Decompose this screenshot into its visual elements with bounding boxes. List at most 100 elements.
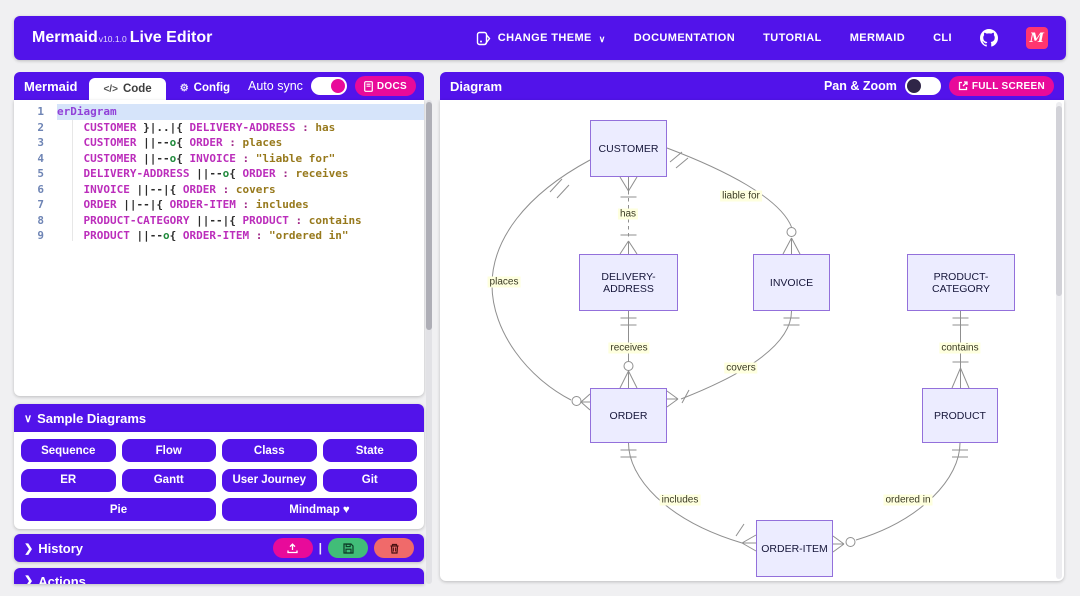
docs-button[interactable]: DOCS: [354, 76, 416, 96]
sample-diagrams-title: Sample Diagrams: [37, 410, 147, 426]
diagram-header: Diagram Pan & Zoom FULL SCREEN: [440, 72, 1064, 100]
line-number: 9: [37, 229, 44, 242]
full-screen-label: FULL SCREEN: [971, 80, 1045, 92]
history-separator: |: [318, 541, 322, 555]
actions-title: Actions: [38, 574, 86, 584]
tab-config-label: Config: [193, 82, 231, 94]
delete-history-button[interactable]: [374, 538, 414, 558]
entity-invoice: INVOICE: [753, 254, 830, 311]
full-screen-icon: [958, 81, 968, 91]
line-number: 4: [37, 151, 44, 165]
edge-label-liable-for: liable for: [720, 190, 762, 202]
pan-zoom-toggle[interactable]: [904, 77, 941, 95]
sample-button-git[interactable]: Git: [322, 468, 417, 492]
auto-sync-toggle[interactable]: [310, 77, 347, 95]
code-line-7: 7 ORDER ||--|{ ORDER-ITEM : includes: [14, 197, 424, 213]
sample-button-sequence[interactable]: Sequence: [21, 439, 116, 462]
trash-icon: [390, 543, 398, 554]
chevron-right-icon: ❯: [24, 542, 34, 555]
line-number: 2: [37, 120, 44, 134]
upload-icon: [287, 542, 298, 553]
sample-button-mindmap[interactable]: Mindmap ♥: [222, 498, 417, 522]
diagram-scrollbar-thumb[interactable]: [1056, 106, 1062, 296]
full-screen-button[interactable]: FULL SCREEN: [948, 76, 1054, 96]
left-scrollbar-thumb[interactable]: [426, 102, 432, 330]
tab-config[interactable]: ⚙ Config: [166, 78, 244, 100]
code-line-6: 6 INVOICE ||--|{ ORDER : covers: [14, 182, 424, 198]
code-line-9: 9 PRODUCT ||--o{ ORDER-ITEM : "ordered i…: [14, 228, 424, 244]
line-number: 8: [37, 213, 44, 227]
gear-icon: ⚙: [179, 82, 189, 94]
indent-guide: [72, 120, 73, 241]
sample-button-er[interactable]: ER: [21, 468, 116, 492]
tab-code[interactable]: </> Code: [89, 78, 166, 100]
pan-zoom-toggle-knob: [906, 79, 921, 93]
actions-header[interactable]: ❯ Actions: [14, 568, 424, 584]
auto-sync-toggle-knob: [330, 79, 345, 93]
nav-item-tutorial[interactable]: TUTORIAL: [763, 32, 822, 44]
er-diagram-edges: [491, 147, 970, 553]
relationship-liable-for: [666, 147, 801, 255]
relationship-ordered-in: [832, 442, 968, 553]
change-theme-icon: [476, 31, 491, 45]
sample-diagrams-header[interactable]: ∨ Sample Diagrams: [14, 404, 424, 432]
history-actions: |: [272, 538, 414, 558]
sample-button-gantt[interactable]: Gantt: [121, 468, 216, 492]
code-line-5: 5 DELIVERY-ADDRESS ||--o{ ORDER : receiv…: [14, 166, 424, 182]
left-column-scrollbar[interactable]: [426, 100, 432, 584]
save-history-button[interactable]: [328, 538, 368, 558]
edge-label-ordered-in: ordered in: [883, 494, 933, 506]
github-icon: [980, 29, 998, 47]
line-number: 5: [37, 167, 44, 180]
header-nav: CHANGE THEME ∨ DOCUMENTATION TUTORIAL MERM…: [476, 27, 1048, 49]
pan-zoom-label: Pan & Zoom: [823, 79, 897, 93]
code-icon: </>: [103, 83, 118, 95]
edge-label-places: places: [487, 276, 521, 288]
diagram-title: Diagram: [450, 78, 503, 94]
upload-history-button[interactable]: [272, 538, 313, 558]
relationship-covers: [666, 310, 800, 408]
edge-label-contains: contains: [939, 342, 981, 354]
code-line-8: 8 PRODUCT-CATEGORY ||--|{ PRODUCT : cont…: [14, 213, 424, 229]
chevron-down-icon: ∨: [598, 33, 606, 44]
mermaid-logo[interactable]: M: [1026, 27, 1048, 49]
editor-panel-label: Mermaid: [24, 79, 78, 94]
change-theme-label: CHANGE THEME: [497, 32, 592, 44]
sample-button-class[interactable]: Class: [222, 439, 317, 462]
change-theme-button[interactable]: CHANGE THEME ∨: [476, 31, 606, 46]
sample-button-user-journey[interactable]: User Journey: [222, 468, 317, 492]
edge-label-includes: includes: [659, 494, 701, 506]
line-number: 6: [37, 182, 44, 196]
entity-product: PRODUCT: [922, 388, 998, 443]
edge-label-covers: covers: [724, 362, 758, 374]
sample-button-pie[interactable]: Pie: [21, 498, 216, 522]
editor-tabbar: Mermaid </> Code ⚙ Config Auto sync DOCS: [14, 72, 424, 100]
pan-zoom-group: Pan & Zoom FULL SCREEN: [824, 76, 1054, 96]
github-link[interactable]: [980, 29, 998, 47]
line-number: 7: [37, 198, 44, 211]
tab-code-label: Code: [122, 83, 152, 95]
chevron-down-icon: ∨: [24, 412, 33, 425]
brand-name: Mermaid: [32, 29, 98, 46]
brand-suffix: Live Editor: [129, 29, 213, 46]
auto-sync-label: Auto sync: [248, 79, 303, 93]
nav-item-cli[interactable]: CLI: [933, 32, 952, 44]
entity-product-category: PRODUCT-CATEGORY: [907, 254, 1015, 311]
sample-button-flow[interactable]: Flow: [121, 439, 216, 462]
entity-customer: CUSTOMER: [590, 120, 667, 177]
docs-button-label: DOCS: [376, 80, 407, 92]
nav-item-documentation[interactable]: DOCUMENTATION: [633, 32, 736, 44]
entity-order: ORDER: [590, 388, 667, 443]
code-line-3: 3 CUSTOMER ||--o{ ORDER : places: [14, 135, 424, 151]
nav-item-mermaid[interactable]: MERMAID: [849, 32, 906, 44]
sample-button-state[interactable]: State: [322, 439, 417, 462]
history-header[interactable]: ❯ History |: [14, 534, 424, 562]
diagram-scrollbar[interactable]: [1056, 102, 1062, 579]
